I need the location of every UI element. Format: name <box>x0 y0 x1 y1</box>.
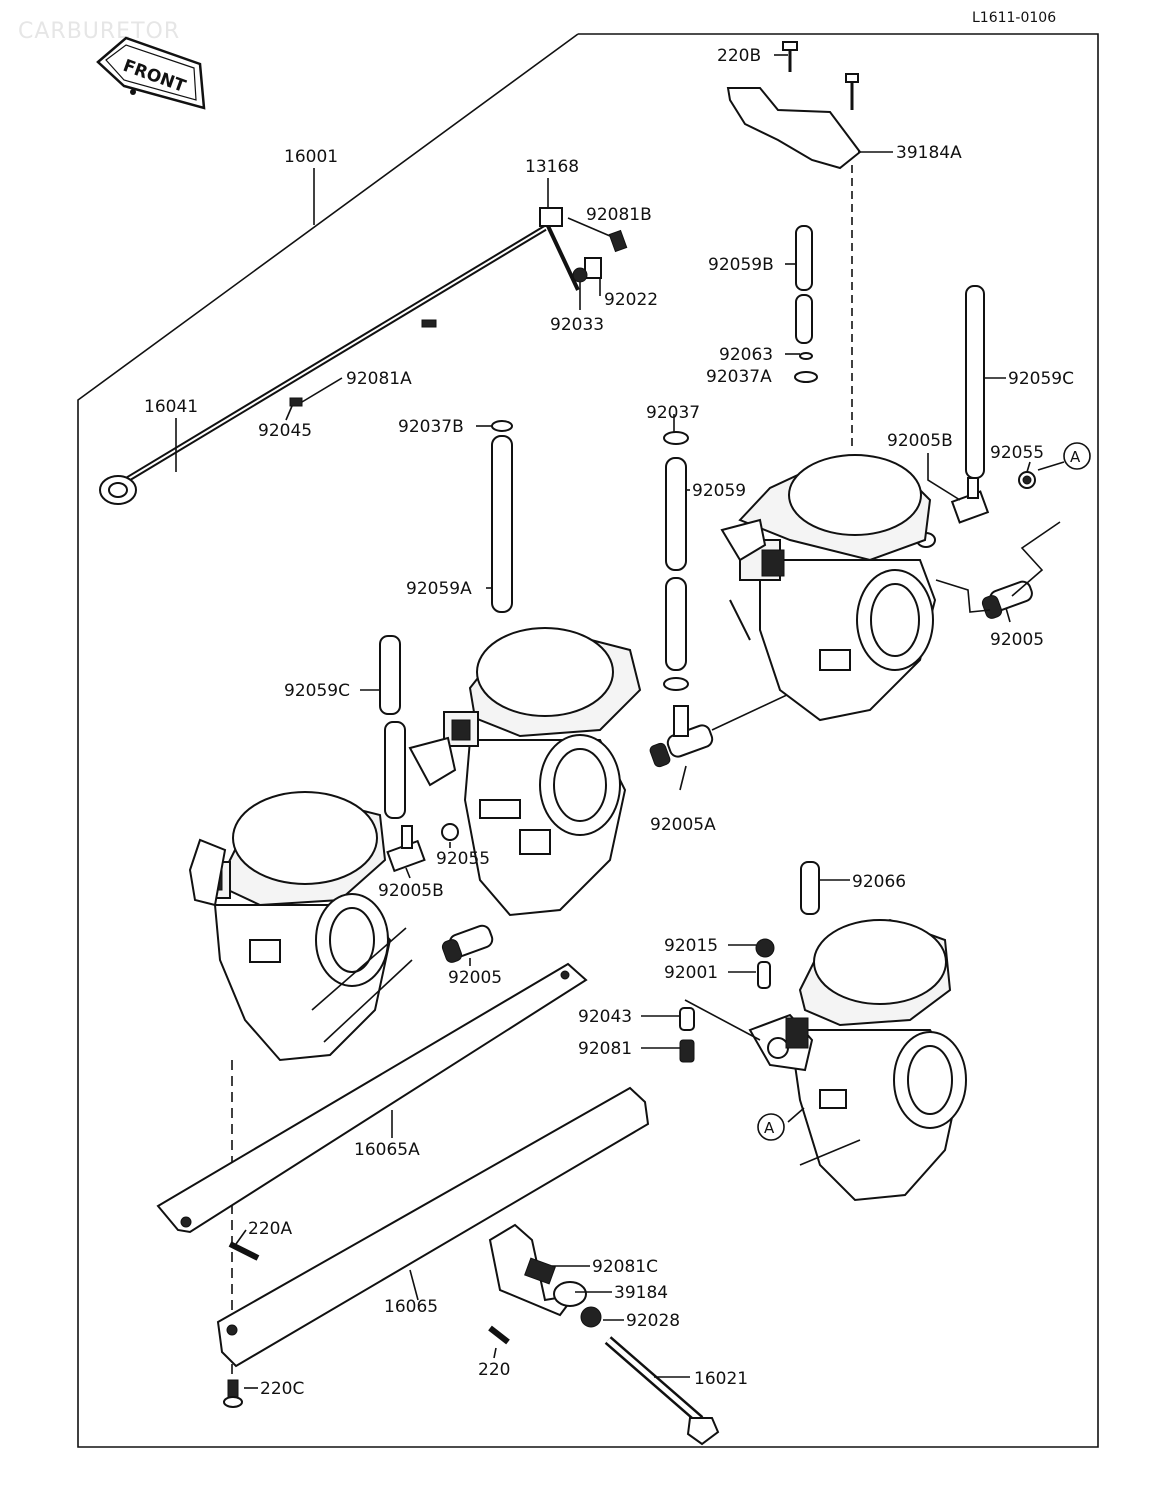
callout-16001: 16001 <box>284 147 338 167</box>
callout-92005-right: 92005 <box>990 630 1044 650</box>
nut-92015 <box>755 938 775 958</box>
front-arrow-icon <box>96 36 206 110</box>
callout-92059c-right: 92059C <box>1008 369 1074 389</box>
callout-92005a: 92005A <box>650 815 716 835</box>
screw-220c <box>223 1379 243 1408</box>
callout-92005b-right: 92005B <box>887 431 953 451</box>
callout-92059b: 92059B <box>708 255 774 275</box>
tube-92059b-lower <box>795 294 813 344</box>
callout-92037a: 92037A <box>706 367 772 387</box>
callout-220a: 220A <box>248 1219 292 1239</box>
callout-92037: 92037 <box>646 403 700 423</box>
callout-92033: 92033 <box>550 315 604 335</box>
spring-92001 <box>757 961 771 989</box>
callout-39184: 39184 <box>614 1283 668 1303</box>
callout-92055-right: 92055 <box>990 443 1044 463</box>
callout-16021: 16021 <box>694 1369 748 1389</box>
fitting-92005b-left <box>386 825 426 873</box>
pin-92043 <box>679 1007 695 1031</box>
screw-220a <box>228 1241 260 1261</box>
callout-13168: 13168 <box>525 157 579 177</box>
carburetor-bottom-right <box>748 918 967 1202</box>
clip-92037b <box>491 420 513 432</box>
callout-92022: 92022 <box>604 290 658 310</box>
choke-lever <box>539 207 628 291</box>
clip-92045 <box>289 397 303 407</box>
callout-92005-left: 92005 <box>448 968 502 988</box>
callout-a-bottom: A <box>764 1119 775 1137</box>
callout-92081: 92081 <box>578 1039 632 1059</box>
callout-39184a: 39184A <box>896 143 962 163</box>
choke-rod <box>99 225 547 505</box>
callout-92001: 92001 <box>664 963 718 983</box>
callout-92028: 92028 <box>626 1311 680 1331</box>
tube-92059a <box>491 435 513 613</box>
diagram-code: L1611-0106 <box>972 10 1056 26</box>
section-title: CARBURETOR <box>18 19 180 44</box>
callout-92043: 92043 <box>578 1007 632 1027</box>
callout-92045: 92045 <box>258 421 312 441</box>
frame-border <box>77 33 1099 1448</box>
callout-92066: 92066 <box>852 872 906 892</box>
clip-92037a <box>794 371 818 383</box>
ref-a-circle-top <box>1063 442 1091 470</box>
callout-16065: 16065 <box>384 1297 438 1317</box>
clip-92037 <box>663 431 689 445</box>
screw-220 <box>488 1325 510 1345</box>
fitting-92005-left <box>441 924 494 963</box>
spring-92081 <box>679 1039 695 1063</box>
clip-92081a <box>421 319 437 328</box>
callout-92059c-left: 92059C <box>284 681 350 701</box>
callout-92081b: 92081B <box>586 205 652 225</box>
carburetor-left <box>188 791 392 1062</box>
fitting-92005a <box>649 705 714 768</box>
tube-92066 <box>800 861 820 915</box>
leader-lines <box>175 54 1065 1389</box>
bracket-39184 <box>488 1223 602 1328</box>
callout-92081c: 92081C <box>592 1257 658 1277</box>
stay-16065a <box>156 962 588 1234</box>
callout-220c: 220C <box>260 1379 304 1399</box>
tube-92059-lower <box>665 577 687 671</box>
fitting-92005b-right <box>950 477 990 524</box>
callout-220b: 220B <box>717 46 761 66</box>
callout-220: 220 <box>478 1360 510 1380</box>
stay-16065 <box>216 1086 650 1368</box>
carburetor-top-right <box>720 454 937 722</box>
callout-16041: 16041 <box>144 397 198 417</box>
tube-92059c-left <box>379 635 401 715</box>
bracket-39184a <box>726 41 862 170</box>
callout-92055-left: 92055 <box>436 849 490 869</box>
ref-a-circle-bottom <box>757 1113 785 1141</box>
callout-a-top: A <box>1070 448 1081 466</box>
callout-92059: 92059 <box>692 481 746 501</box>
callout-92063: 92063 <box>719 345 773 365</box>
clamp-92063 <box>799 352 813 360</box>
callout-92037b: 92037B <box>398 417 464 437</box>
callout-92059a: 92059A <box>406 579 472 599</box>
tube-92059b <box>795 225 813 291</box>
screw-16021 <box>604 1336 720 1446</box>
callout-92005b-left: 92005B <box>378 881 444 901</box>
callout-92015: 92015 <box>664 936 718 956</box>
tube-92059c-right <box>965 285 985 479</box>
washer-92055-left <box>441 823 459 841</box>
tube-92059 <box>665 457 687 571</box>
callout-16065a: 16065A <box>354 1140 420 1160</box>
clip-92037-lower <box>663 677 689 691</box>
carburetor-middle <box>408 627 642 917</box>
callout-92081a: 92081A <box>346 369 412 389</box>
tube-92059c-left-lower <box>384 721 406 819</box>
